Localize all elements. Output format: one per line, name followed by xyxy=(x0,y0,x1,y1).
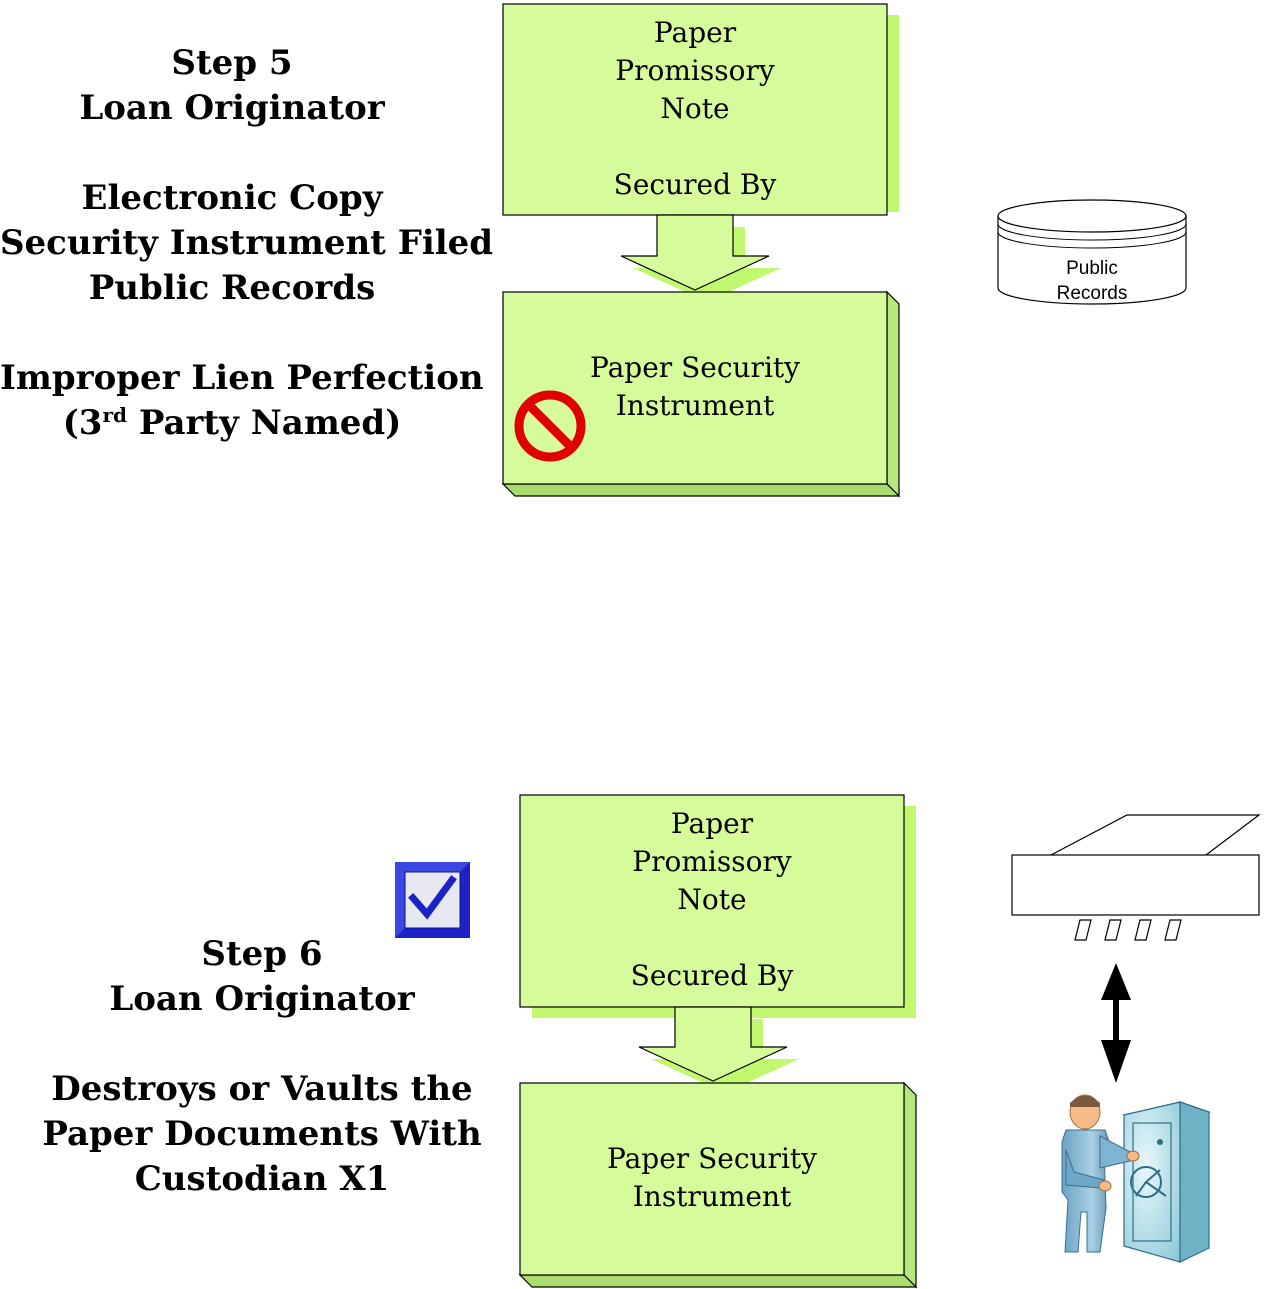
instrument-line: Instrument xyxy=(632,1180,792,1213)
step6-desc-line: Paper Documents With xyxy=(42,1114,482,1154)
step6-desc-line: Custodian X1 xyxy=(134,1159,390,1199)
step6-role: Loan Originator xyxy=(109,979,415,1019)
instrument-line: Instrument xyxy=(615,389,775,422)
step5-issue-line: Improper Lien Perfection xyxy=(0,358,484,398)
instrument-line: Paper Security xyxy=(607,1142,817,1175)
step5-title: Step 5 xyxy=(171,43,293,83)
database-label-line: Public xyxy=(1066,258,1118,279)
note-line: Promissory xyxy=(632,845,792,878)
step6-desc-line: Destroys or Vaults the xyxy=(51,1069,473,1109)
double-arrow-icon xyxy=(1101,963,1131,1083)
step5-note-text: Paper Promissory Note Secured By xyxy=(503,14,887,204)
step5-down-arrow xyxy=(620,214,781,302)
note-line: Paper xyxy=(670,807,754,840)
step5-desc-line: Public Records xyxy=(88,268,376,308)
step6-down-arrow xyxy=(638,1006,799,1093)
step6-title: Step 6 xyxy=(201,934,323,974)
scanner-icon xyxy=(1011,814,1261,941)
secured-by-label: Secured By xyxy=(630,959,794,992)
database-icon xyxy=(997,199,1187,305)
step6-instrument-box xyxy=(518,1081,918,1289)
step5-desc-line: Security Instrument Filed xyxy=(0,223,494,263)
note-line: Paper xyxy=(653,16,737,49)
step6-instrument-text: Paper Security Instrument xyxy=(520,1140,904,1216)
database-label: Public Records xyxy=(998,256,1186,306)
step6-note-box xyxy=(519,794,916,1018)
database-label-line: Records xyxy=(1056,283,1128,304)
step5-instrument-text: Paper Security Instrument xyxy=(503,349,887,425)
note-line: Promissory xyxy=(615,54,775,87)
secured-by-label: Secured By xyxy=(613,168,777,201)
step5-role: Loan Originator xyxy=(79,88,385,128)
custodian-vault-icon xyxy=(1061,1094,1212,1263)
step6-caption: Step 6 Loan Originator Destroys or Vault… xyxy=(30,932,494,1202)
note-line: Note xyxy=(660,92,730,125)
instrument-line: Paper Security xyxy=(590,351,800,384)
step5-note-box xyxy=(502,3,899,216)
step5-desc-line: Electronic Copy xyxy=(81,178,383,218)
step6-note-text: Paper Promissory Note Secured By xyxy=(520,805,904,995)
step5-caption: Step 5 Loan Originator Electronic Copy S… xyxy=(0,41,494,446)
note-line: Note xyxy=(677,883,747,916)
step5-issue-party: (3rd Party Named) xyxy=(62,403,402,443)
checkbox-checked-icon xyxy=(395,862,470,938)
prohibited-icon xyxy=(514,390,586,462)
